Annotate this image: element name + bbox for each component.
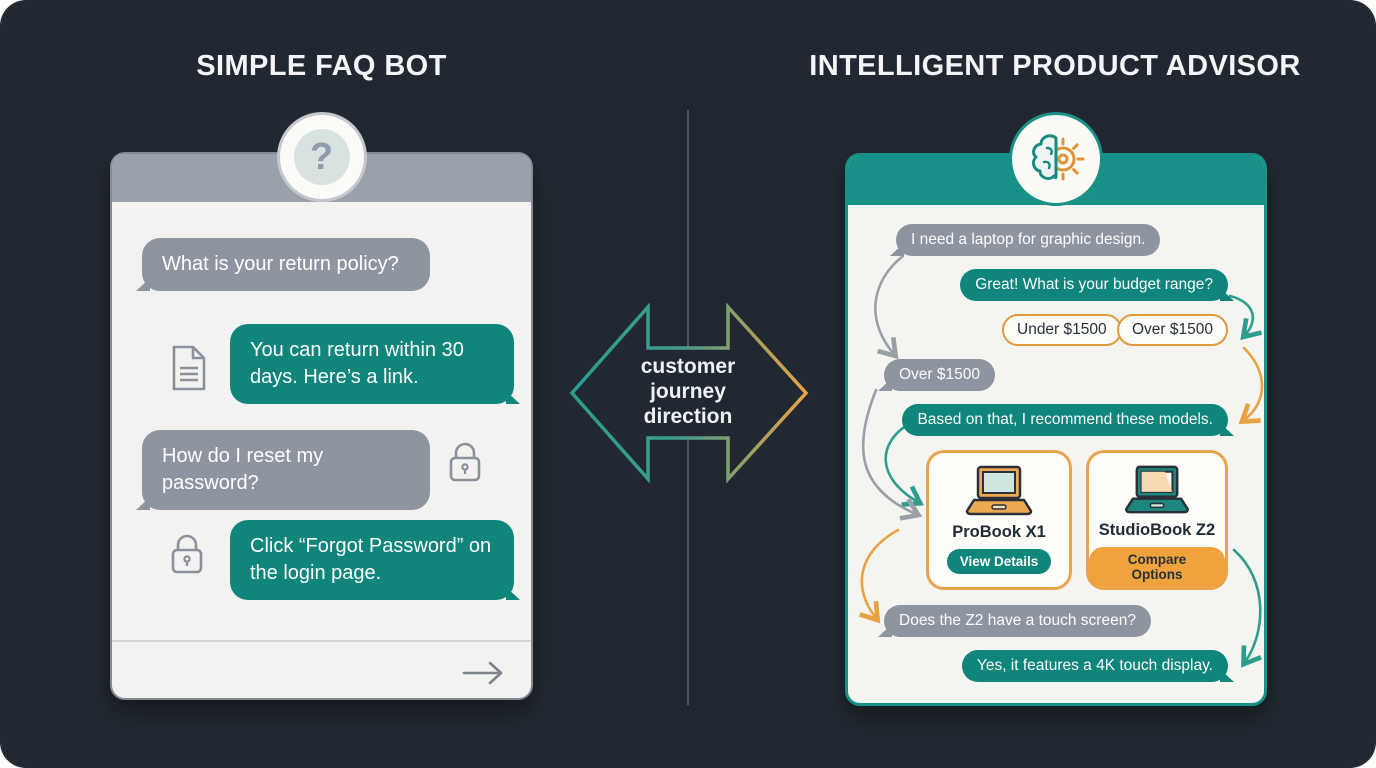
chat-bubble-user: How do I reset my password? — [136, 430, 430, 510]
document-icon — [172, 345, 206, 391]
quick-reply-under-1500[interactable]: Under $1500 — [1002, 314, 1122, 346]
faq-title: SIMPLE FAQ BOT — [196, 50, 447, 82]
advisor-chat-window: I need a laptop for graphic design. Grea… — [845, 112, 1267, 706]
send-arrow-icon[interactable] — [461, 660, 505, 686]
customer-journey-direction-label: customer journey direction — [640, 355, 736, 428]
question-mark-glyph: ? — [293, 129, 350, 185]
product-name: ProBook X1 — [952, 523, 1046, 541]
chat-bubble-user: Over $1500 — [878, 359, 995, 391]
lock-icon — [171, 534, 203, 574]
brain-gear-glyph — [1031, 134, 1085, 181]
chat-bubble-user: I need a laptop for graphic design. — [889, 224, 1161, 256]
laptop-orange-icon — [965, 465, 1033, 516]
vertical-divider-line — [687, 439, 689, 705]
view-details-button[interactable]: View Details — [946, 549, 1052, 574]
product-name: StudioBook Z2 — [1098, 521, 1216, 539]
quick-reply-over-1500[interactable]: Over $1500 — [1117, 314, 1228, 346]
chat-bubble-user: What is your return policy? — [136, 238, 430, 291]
advisor-title: INTELLIGENT PRODUCT ADVISOR — [809, 50, 1301, 82]
chat-bubble-bot: Great! What is your budget range? — [960, 269, 1234, 301]
chat-bubble-user: Does the Z2 have a touch screen? — [878, 605, 1151, 637]
conversation-flow-arrows — [859, 254, 1264, 668]
faq-chat-window: ? What is your return policy? You can re… — [110, 112, 533, 702]
lock-icon — [449, 442, 481, 482]
brain-gear-icon — [1009, 112, 1103, 206]
vertical-divider-line — [687, 110, 689, 347]
chat-bubble-bot: Yes, it features a 4K touch display. — [961, 650, 1235, 682]
chat-bubble-bot: You can return within 30 days. Here’s a … — [230, 324, 520, 404]
compare-options-button[interactable]: Compare Options — [1089, 547, 1225, 587]
laptop-teal-icon — [1124, 465, 1190, 514]
double-headed-arrow-icon — [569, 302, 809, 484]
question-mark-icon: ? — [276, 112, 367, 202]
product-card-probook-x1: ProBook X1 View Details — [926, 450, 1072, 590]
composer — [112, 640, 531, 702]
chat-bubble-bot: Click “Forgot Password” on the login pag… — [230, 520, 520, 600]
product-card-studiobook-z2: StudioBook Z2 Compare Options — [1086, 450, 1228, 590]
chat-bubble-bot: Based on that, I recommend these models. — [902, 404, 1234, 436]
